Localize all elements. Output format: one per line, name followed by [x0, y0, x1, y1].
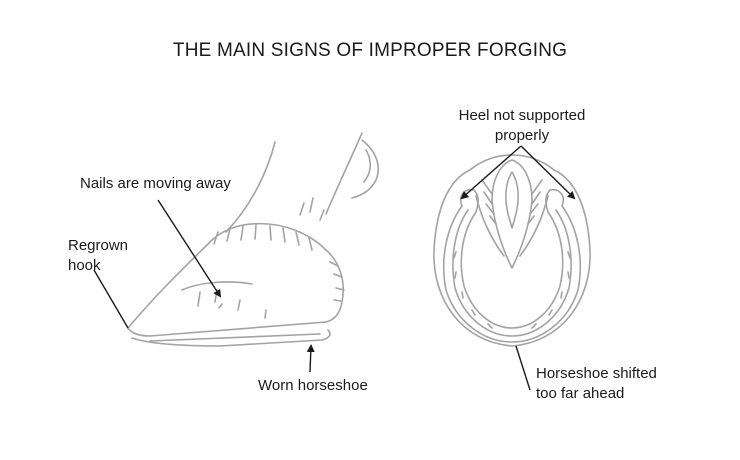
label-nails-moving-away: Nails are moving away	[80, 174, 231, 194]
heel-arrow-left	[460, 145, 522, 200]
hoof-sole	[127, 321, 327, 337]
fetlock-tuft	[351, 139, 379, 199]
coronet-hair	[211, 222, 327, 251]
pastern-front-line	[225, 141, 276, 233]
heel-bulb	[325, 249, 344, 323]
hoof-side-view	[127, 132, 379, 347]
nail-head	[218, 303, 223, 309]
diagram-title: THE MAIN SIGNS OF IMPROPER FORGING	[172, 40, 568, 61]
label-heel-line2: properly	[494, 127, 550, 144]
label-hook-line1: Regrown	[68, 237, 129, 254]
horseshoe-groove	[452, 209, 572, 337]
hoof-bottom-view	[433, 154, 591, 347]
label-horseshoe-shifted: Horseshoe shifted too far ahead	[536, 364, 657, 404]
heel-arrow-right	[520, 145, 576, 200]
hoof-outline	[433, 154, 591, 347]
label-hook-line2: hook	[68, 257, 101, 274]
label-worn-horseshoe: Worn horseshoe	[258, 376, 368, 396]
label-nails-text: Nails are moving away	[80, 175, 231, 192]
worn-horseshoe	[131, 329, 331, 347]
label-worn-text: Worn horseshoe	[258, 377, 368, 394]
hook-arrow	[93, 269, 129, 329]
pastern-back-line	[325, 132, 363, 215]
shifted-arrow	[515, 345, 531, 391]
label-heel-line1: Heel not supported	[458, 107, 586, 124]
annotation-arrows	[93, 145, 576, 391]
nail-head	[237, 299, 241, 311]
nail-head	[264, 309, 267, 319]
label-shifted-line2: too far ahead	[536, 385, 625, 402]
nails-arrow	[157, 199, 222, 298]
frog	[491, 159, 533, 269]
label-shifted-line1: Horseshoe shifted	[536, 365, 657, 382]
label-heel-not-supported: Heel not supported properly	[436, 106, 608, 146]
label-regrown-hook: Regrown hook	[68, 236, 128, 276]
nail-head	[197, 291, 201, 307]
horseshoe-outer	[442, 205, 582, 343]
hoof-wall-front	[127, 239, 213, 329]
worn-arrow	[306, 344, 315, 373]
horseshoe-inner	[460, 211, 564, 329]
